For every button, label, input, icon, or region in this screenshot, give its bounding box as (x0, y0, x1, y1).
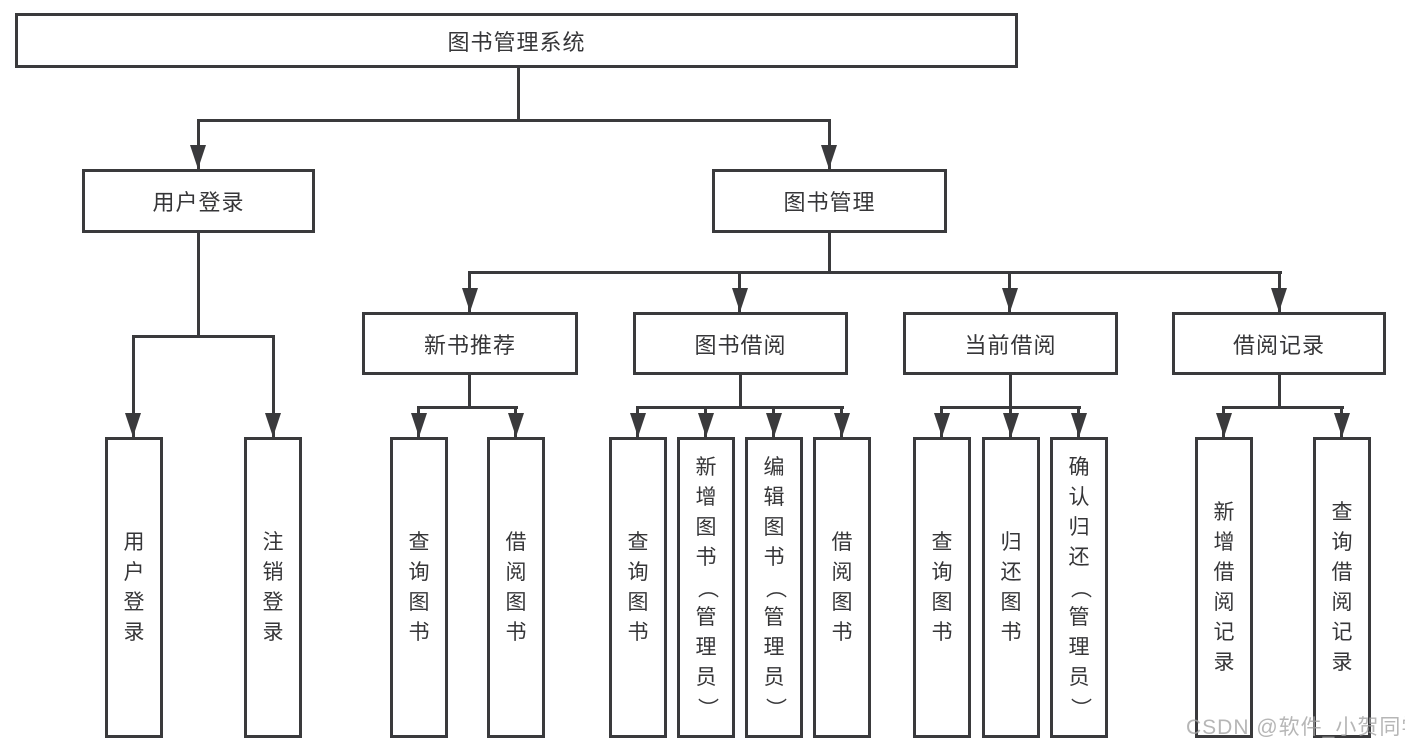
arrowhead-icon (698, 413, 714, 437)
arrowhead-icon (834, 413, 850, 437)
leaf-add-borrow-record: 新增借阅记录 (1195, 437, 1253, 738)
leaf-query-books-borrow: 查询图书 (609, 437, 667, 738)
connector-line (132, 335, 135, 437)
arrowhead-icon (1002, 288, 1018, 312)
connector-line (1009, 375, 1012, 408)
leaf-query-borrow-record: 查询借阅记录 (1313, 437, 1371, 738)
connector-line (197, 119, 831, 122)
node-current-borrow-label: 当前借阅 (964, 332, 1057, 358)
leaf-logout: 注销登录 (244, 437, 302, 738)
node-borrow-records-label: 借阅记录 (1232, 332, 1325, 358)
arrowhead-icon (125, 413, 141, 437)
connector-line (517, 68, 520, 121)
arrowhead-icon (630, 413, 646, 437)
leaf-edit-books-admin: 编辑图书（管理员） (745, 437, 803, 738)
connector-line (197, 233, 200, 337)
connector-line (132, 335, 275, 338)
arrowhead-icon (732, 288, 748, 312)
connector-line (1222, 406, 1344, 409)
arrowhead-icon (1071, 413, 1087, 437)
node-book-management: 图书管理 (712, 169, 947, 233)
node-book-management-label: 图书管理 (783, 190, 876, 215)
leaf-query-books-recommend: 查询图书 (390, 437, 448, 738)
connector-line (828, 119, 831, 169)
node-book-borrow: 图书借阅 (633, 312, 848, 375)
node-user-login: 用户登录 (82, 169, 315, 233)
node-borrow-records: 借阅记录 (1172, 312, 1386, 375)
leaf-user-login: 用户登录 (105, 437, 163, 738)
node-root: 图书管理系统 (15, 13, 1018, 68)
connector-line (468, 271, 1282, 274)
connector-line (468, 375, 471, 408)
leaf-borrow-books-recommend: 借阅图书 (487, 437, 545, 738)
arrowhead-icon (1334, 413, 1350, 437)
node-book-borrow-label: 图书借阅 (694, 332, 787, 358)
connector-line (272, 335, 275, 437)
node-new-book-recommend-label: 新书推荐 (423, 332, 516, 358)
arrowhead-icon (1216, 413, 1232, 437)
node-root-label: 图书管理系统 (447, 29, 586, 55)
arrowhead-icon (411, 413, 427, 437)
node-user-login-label: 用户登录 (152, 190, 245, 215)
leaf-return-books: 归还图书 (982, 437, 1040, 738)
arrowhead-icon (1271, 288, 1287, 312)
arrowhead-icon (934, 413, 950, 437)
arrowhead-icon (462, 288, 478, 312)
arrowhead-icon (265, 413, 281, 437)
csdn-watermark: CSDN @软件_小贺同学 (1186, 716, 1405, 739)
leaf-borrow-books: 借阅图书 (813, 437, 871, 738)
connector-line (828, 233, 831, 274)
node-current-borrow: 当前借阅 (903, 312, 1118, 375)
arrowhead-icon (508, 413, 524, 437)
leaf-add-books-admin: 新增图书（管理员） (677, 437, 735, 738)
arrowhead-icon (766, 413, 782, 437)
connector-line (636, 406, 844, 409)
leaf-confirm-return-admin: 确认归还（管理员） (1050, 437, 1108, 738)
arrowhead-icon (190, 145, 206, 169)
connector-line (417, 406, 518, 409)
leaf-query-books-current: 查询图书 (913, 437, 971, 738)
node-new-book-recommend: 新书推荐 (362, 312, 578, 375)
arrowhead-icon (1003, 413, 1019, 437)
connector-line (197, 119, 200, 169)
connector-line (739, 375, 742, 408)
connector-line (1278, 375, 1281, 408)
arrowhead-icon (821, 145, 837, 169)
